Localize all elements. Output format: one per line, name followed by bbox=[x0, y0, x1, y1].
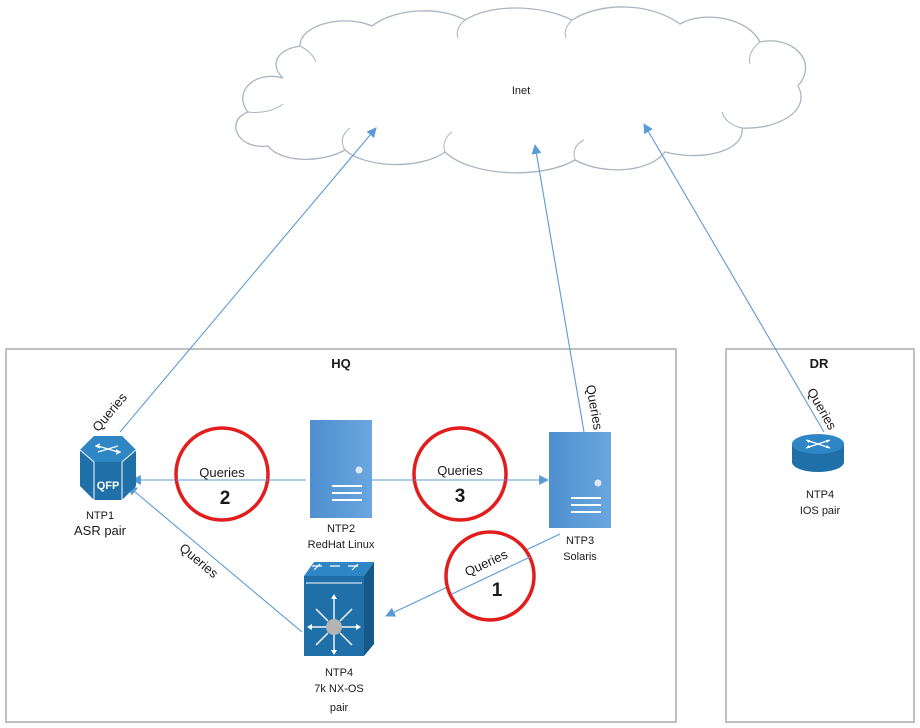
nexus-switch-icon bbox=[304, 562, 374, 656]
link-ntp4dr-inet bbox=[643, 123, 825, 433]
internet-cloud-icon bbox=[235, 6, 807, 174]
badge-2: Queries 2 bbox=[174, 426, 270, 522]
ntp2-name: NTP2 bbox=[327, 523, 355, 535]
ntp3-desc: Solaris bbox=[563, 551, 597, 563]
ntp4-hq-desc: 7k NX-OS bbox=[314, 683, 364, 695]
ios-router-icon bbox=[792, 434, 844, 472]
ntp3-name: NTP3 bbox=[566, 535, 594, 547]
ntp2-desc: RedHat Linux bbox=[308, 539, 375, 551]
badge-3-label: Queries bbox=[437, 463, 483, 478]
ntp1-name: NTP1 bbox=[86, 510, 114, 522]
badge-2-label: Queries bbox=[199, 465, 245, 480]
badge-3-number: 3 bbox=[455, 486, 466, 507]
ntp4-dr-name: NTP4 bbox=[806, 489, 834, 501]
link-ntp1-inet bbox=[119, 127, 377, 433]
linux-server-icon bbox=[310, 420, 372, 518]
dr-zone bbox=[725, 348, 915, 723]
badge-2-number: 2 bbox=[220, 488, 231, 509]
ntp4-hq-name: NTP4 bbox=[325, 667, 353, 679]
cloud-label: Inet bbox=[512, 85, 530, 97]
badge-3: Queries 3 bbox=[412, 426, 508, 522]
link-ntp3-inet bbox=[531, 144, 585, 433]
asr-router-icon: QFP bbox=[79, 436, 137, 500]
badge-1-number: 1 bbox=[492, 580, 503, 601]
hq-zone bbox=[5, 348, 677, 723]
qfp-icon-text: QFP bbox=[97, 480, 120, 492]
ntp1-desc: ASR pair bbox=[74, 523, 127, 538]
dr-title: DR bbox=[810, 356, 829, 371]
ntp4-hq-desc2: pair bbox=[330, 702, 349, 714]
link-ntp4-ntp1 bbox=[127, 485, 303, 633]
solaris-server-icon bbox=[549, 432, 611, 528]
badge-1: Queries 1 bbox=[444, 530, 536, 622]
hq-title: HQ bbox=[331, 356, 351, 371]
ntp4-dr-desc: IOS pair bbox=[800, 505, 841, 517]
